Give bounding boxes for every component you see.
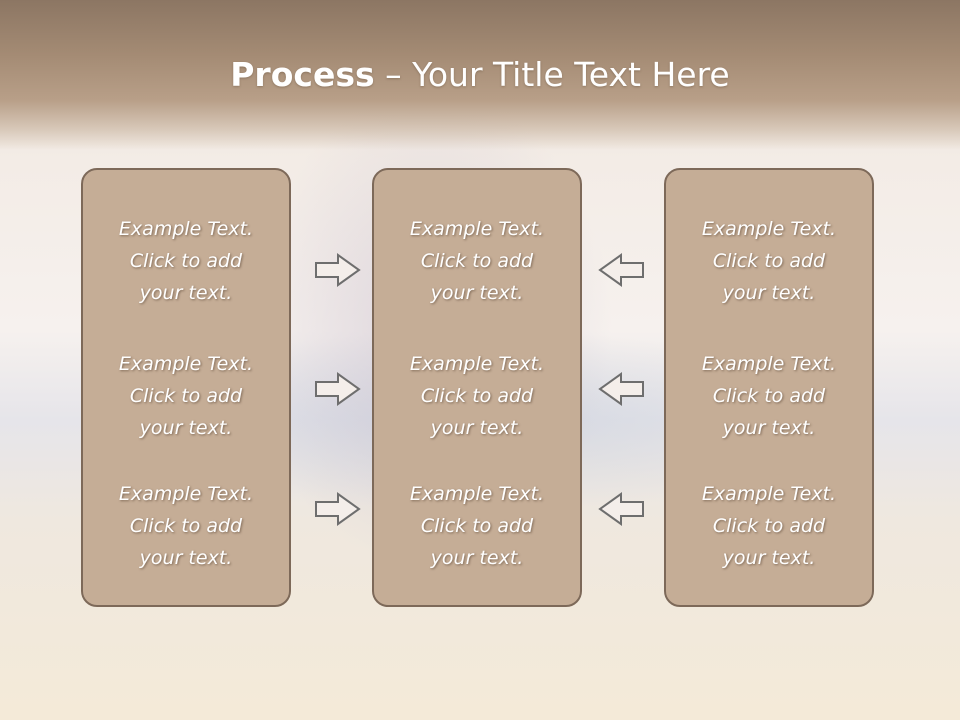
block-line: Click to add	[129, 250, 243, 272]
block-line: Click to add	[420, 250, 534, 272]
text-block[interactable]: Example Text. Click to add your text.	[666, 348, 872, 444]
text-block[interactable]: Example Text. Click to add your text.	[666, 478, 872, 574]
block-line: Click to add	[420, 385, 534, 407]
block-line: Example Text.	[409, 218, 545, 240]
left-arrow-icon	[598, 372, 644, 406]
text-block[interactable]: Example Text. Click to add your text.	[374, 478, 580, 574]
right-arrow-icon	[315, 253, 361, 287]
text-block[interactable]: Example Text. Click to add your text.	[374, 348, 580, 444]
block-line: Click to add	[129, 385, 243, 407]
right-arrow-icon	[315, 372, 361, 406]
block-line: Click to add	[129, 515, 243, 537]
block-line: Click to add	[712, 385, 826, 407]
title-rest: – Your Title Text Here	[374, 55, 730, 94]
block-line: Example Text.	[701, 218, 837, 240]
block-line: your text.	[139, 417, 233, 439]
block-line: your text.	[430, 282, 524, 304]
slide-title[interactable]: Process – Your Title Text Here	[0, 52, 960, 98]
block-line: your text.	[722, 417, 816, 439]
block-line: Example Text.	[118, 483, 254, 505]
block-line: your text.	[722, 547, 816, 569]
left-arrow-icon	[598, 253, 644, 287]
text-block[interactable]: Example Text. Click to add your text.	[666, 213, 872, 309]
block-line: Example Text.	[118, 353, 254, 375]
text-block[interactable]: Example Text. Click to add your text.	[83, 478, 289, 574]
block-line: Click to add	[712, 250, 826, 272]
block-line: your text.	[139, 547, 233, 569]
block-line: Example Text.	[701, 353, 837, 375]
block-line: Example Text.	[409, 483, 545, 505]
text-block[interactable]: Example Text. Click to add your text.	[83, 213, 289, 309]
right-arrow-icon	[315, 492, 361, 526]
left-arrow-icon	[598, 492, 644, 526]
block-line: your text.	[139, 282, 233, 304]
text-block[interactable]: Example Text. Click to add your text.	[374, 213, 580, 309]
block-line: Example Text.	[409, 353, 545, 375]
title-banner	[0, 0, 960, 150]
text-box-right[interactable]: Example Text. Click to add your text. Ex…	[664, 168, 874, 607]
block-line: Example Text.	[701, 483, 837, 505]
block-line: your text.	[430, 547, 524, 569]
block-line: Click to add	[712, 515, 826, 537]
block-line: Click to add	[420, 515, 534, 537]
block-line: Example Text.	[118, 218, 254, 240]
text-box-left[interactable]: Example Text. Click to add your text. Ex…	[81, 168, 291, 607]
title-bold: Process	[230, 55, 375, 94]
text-box-center[interactable]: Example Text. Click to add your text. Ex…	[372, 168, 582, 607]
block-line: your text.	[722, 282, 816, 304]
text-block[interactable]: Example Text. Click to add your text.	[83, 348, 289, 444]
block-line: your text.	[430, 417, 524, 439]
